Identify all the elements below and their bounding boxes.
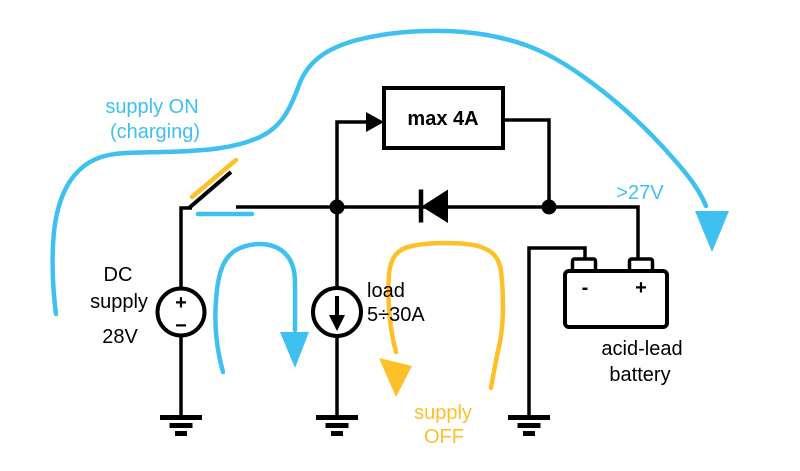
- battery-label-line1: acid-lead: [601, 338, 682, 360]
- switch-lever: [187, 170, 233, 210]
- switch-pivot-wire: [179, 206, 192, 289]
- load-ground-icon: [316, 415, 358, 436]
- dc-supply-label-line1: DC: [104, 264, 133, 286]
- load-current-range-label: 5÷30A: [367, 304, 425, 326]
- battery-label-line2: battery: [609, 364, 670, 386]
- discharge-path-curve: [386, 240, 506, 391]
- battery-body: [563, 269, 669, 329]
- dc-supply-voltage-label: 28V: [102, 326, 138, 348]
- supply-off-label-line2: OFF: [424, 426, 464, 448]
- supply-on-label-line2: (charging): [110, 121, 200, 143]
- limiter-input-arrowhead-icon: [366, 112, 384, 132]
- battery-icon: - +: [527, 246, 669, 416]
- diode-triangle: [421, 189, 448, 223]
- switch-off-position-indicator: [189, 157, 239, 200]
- dc-supply-minus-mark: −: [175, 315, 187, 337]
- dc-supply-symbol: + −: [155, 286, 207, 416]
- limiter-output-wire: [503, 118, 551, 200]
- charge-voltage-label: >27V: [616, 182, 664, 204]
- discharge-path-arrowhead-icon: [379, 358, 412, 397]
- dc-supply-plus-mark: +: [175, 292, 187, 314]
- load-arrowhead-icon: [329, 315, 345, 331]
- load-label: load: [367, 280, 405, 302]
- supply-on-label-line1: supply ON: [105, 96, 198, 118]
- main-bus-wire: [236, 205, 640, 259]
- current-limiter-box: [382, 86, 505, 150]
- dc-supply-label-line2: supply: [90, 291, 148, 313]
- charging-path-arrowhead-icon: [695, 211, 729, 252]
- supply-off-label-line1: supply: [414, 402, 472, 424]
- load-symbol: [311, 207, 363, 416]
- charging-current-path: [50, 28, 729, 317]
- battery-minus-label: -: [582, 277, 589, 299]
- charging-path-curve: [50, 28, 709, 317]
- charging-loop-curve: [213, 241, 298, 375]
- current-limiter-branch: max 4A: [335, 86, 551, 206]
- discharge-current-path: [379, 240, 506, 397]
- current-limiter-label: max 4A: [407, 108, 478, 130]
- switch-icon: [179, 157, 255, 289]
- junction-dot-right: [541, 199, 557, 215]
- battery-ground-icon: [508, 415, 550, 436]
- battery-plus-label: +: [635, 277, 647, 299]
- charging-loop-arrow: [213, 241, 309, 375]
- battery-minus-wire: [527, 246, 587, 416]
- charging-loop-arrowhead-icon: [280, 332, 309, 368]
- limiter-input-wire: [335, 120, 366, 206]
- dc-supply-ground-icon: [160, 415, 202, 436]
- diode-icon: [418, 189, 448, 223]
